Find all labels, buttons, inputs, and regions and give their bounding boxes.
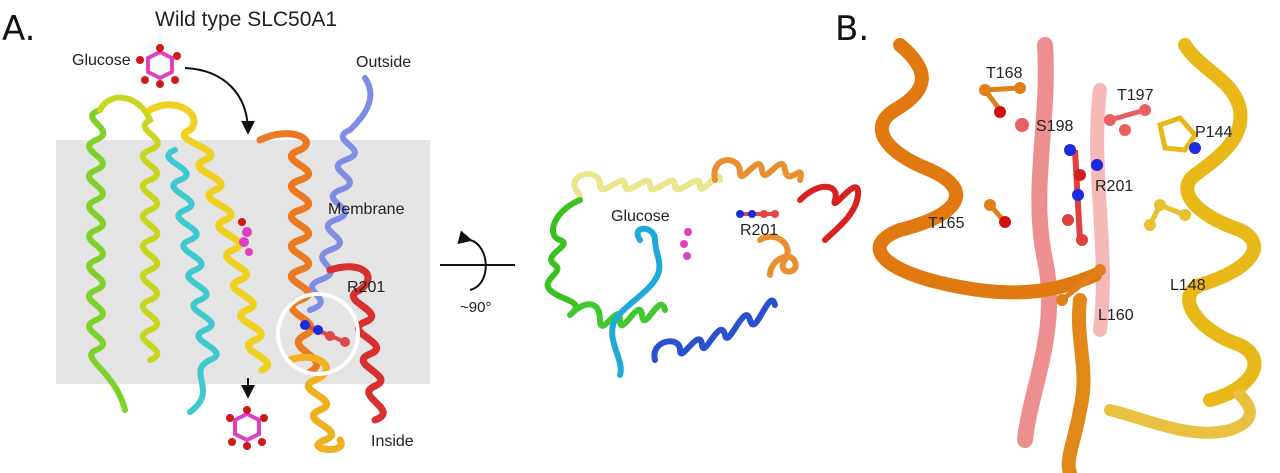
closeup-orange-helix [872,38,1102,300]
label-r201-side: R201 [347,279,385,296]
glucose-in-channel [238,218,253,256]
panel-a: A. Wild type SLC50A1 [2,8,862,453]
topview-coil-green-bottom [567,301,668,329]
label-membrane: Membrane [328,201,405,218]
membrane-region [56,140,430,384]
residue-l160 [1056,264,1106,306]
label-r201-top-view: R201 [740,222,778,239]
r201-residue-side [300,320,350,347]
glucose-molecule-top [136,44,181,88]
helix-green [86,107,128,413]
topview-coil-cyan [609,225,663,378]
label-t197: T197 [1117,87,1154,104]
residue-t168 [979,82,1026,118]
helix-gold [286,353,345,453]
r201-highlight-circle [276,292,360,376]
residue-r201-closeup [1062,144,1103,246]
label-glucose-top: Glucose [72,52,131,69]
helix-blue [307,75,374,313]
label-l160: L160 [1098,307,1134,324]
glucose-entry-arrow [184,67,255,135]
topview-coil-yellow [571,171,723,198]
closeup-helices [872,37,1262,473]
glucose-top-view [680,228,692,260]
residue-l148 [1144,199,1191,231]
label-l148: L148 [1170,277,1206,294]
panel-b: B. [835,9,1262,473]
r201-residue-top-view [736,210,779,218]
side-view-helices [86,75,387,453]
label-t165: T165 [928,215,965,232]
closeup-red-helix [1017,37,1058,448]
panel-a-title: Wild type SLC50A1 [155,8,337,31]
panel-a-letter: A. [2,9,35,49]
label-r201-closeup: R201 [1095,178,1133,195]
label-t168: T168 [986,65,1023,82]
helix-red [326,263,387,424]
topview-coil-green [544,197,583,313]
residue-p144 [1157,115,1201,154]
rotation-arrow [457,230,487,291]
label-s198: S198 [1036,118,1073,135]
residue-s198 [1015,118,1029,132]
topview-coil-orange [711,157,804,183]
closeup-yellow-loop [1104,389,1256,439]
label-p144: P144 [1195,124,1232,141]
closeup-orange-loop [1061,293,1091,473]
label-glucose-top-view: Glucose [611,208,670,225]
residue-t165 [984,199,1011,228]
helix-cyan [165,147,220,415]
helix-yellow [146,101,272,374]
residue-t197 [1104,104,1151,136]
panel-b-letter: B. [835,9,869,49]
label-inside: Inside [371,433,414,450]
topview-coil-blue [651,297,778,363]
closeup-yellow-helix [1178,38,1262,407]
label-rotation: ~90° [460,299,491,316]
closeup-red-helix-2 [1090,83,1110,337]
label-outside: Outside [356,54,411,71]
topview-coil-orange-bottom [757,233,799,278]
topview-coil-red [797,183,862,243]
glucose-molecule-bottom [226,406,268,450]
top-view-helices [544,157,862,378]
helix-yellowgreen [97,94,161,363]
